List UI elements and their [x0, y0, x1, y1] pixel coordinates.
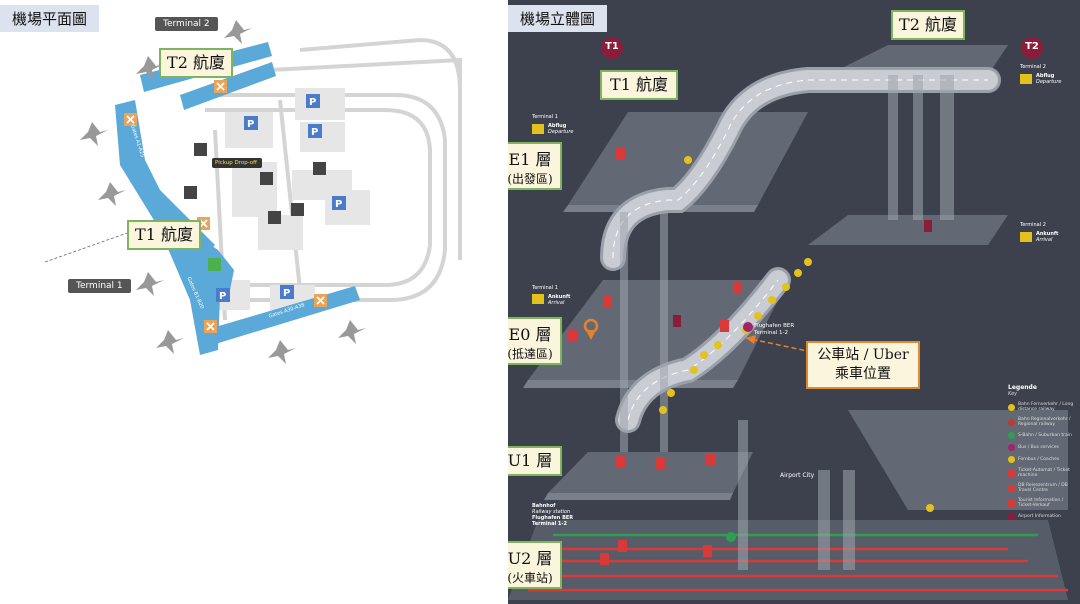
legend-swatch — [1008, 469, 1015, 477]
legend-title: Legende — [1008, 384, 1037, 391]
pickup-dropoff-label: Pickup Drop-off — [212, 158, 262, 168]
t2-cutaway-callout: T2 航廈 — [891, 10, 965, 40]
legend-item-label: Bahn Fernverkehr / Long distance railway — [1018, 402, 1074, 412]
cutaway-title: 機場立體圖 — [508, 5, 608, 32]
railway-station-l4: Terminal 1-2 — [532, 521, 567, 527]
bus-uber-line2: 乘車位置 — [835, 366, 891, 382]
legend-swatch — [1008, 513, 1015, 520]
t1-arrival-de: Ankunft — [548, 294, 571, 300]
station-sign-e0: Flughafen BER Terminal 1-2 — [754, 323, 795, 336]
t1-departure-en: Departure — [548, 129, 574, 135]
t2-arrival-en: Arrival — [1036, 237, 1053, 243]
level-u1-name: U1 層 — [508, 451, 553, 470]
t2-departure-de: Abflug — [1036, 73, 1055, 79]
level-u2-desc: (火車站) — [508, 571, 553, 585]
t2-departure-title: Terminal 2 — [1020, 64, 1046, 70]
t2-arrival-sign: Terminal 2 Ankunft Arrival — [1020, 222, 1058, 243]
t2-arrival-title: Terminal 2 — [1020, 222, 1046, 228]
level-e1-callout: E1 層 (出發區) — [508, 142, 562, 190]
t1-arrival-en: Arrival — [548, 300, 565, 306]
railway-station-l3: Flughafen BER — [532, 515, 574, 521]
legend-item: Tourist Information / Ticket-Verkauf — [1008, 498, 1078, 508]
t2-departure-sign: Terminal 2 Abflug Departure — [1020, 64, 1061, 85]
legend-item: Ticket-Automat / Ticket machine — [1008, 468, 1078, 478]
railway-station-l2: Railway station — [532, 509, 571, 515]
legend-item-label: Ticket-Automat / Ticket machine — [1018, 468, 1070, 478]
legend-swatch — [1008, 456, 1015, 463]
legend-item: Airport Information — [1008, 513, 1078, 520]
legend-item: Bahn Regionalverkehr / Regional railway — [1008, 417, 1078, 427]
terminal-2-label: Terminal 2 — [155, 17, 218, 31]
svg-text:P: P — [311, 127, 318, 138]
level-e1-desc: (出發區) — [508, 172, 553, 186]
svg-text:P: P — [219, 291, 226, 302]
legend-item-label: S-Bahn / Suburban train — [1018, 433, 1072, 438]
t1-arrival-title: Terminal 1 — [532, 285, 558, 291]
t1-arrival-sign: Terminal 1 Ankunft Arrival — [532, 285, 570, 306]
t1-terminal-callout: T1 航廈 — [127, 220, 201, 250]
t1-departure-sign: Terminal 1 Abflug Departure — [532, 114, 573, 135]
floor-plan-map: P P P P P P — [44, 20, 462, 364]
legend-item-label: Fernbus / Coaches — [1018, 457, 1060, 462]
legend-swatch — [1008, 444, 1015, 451]
legend-subtitle: Key — [1008, 391, 1018, 397]
legend-item: Bus / Bus services — [1008, 444, 1078, 451]
legend-item-label: Airport Information — [1018, 514, 1061, 519]
railway-station-sign: Bahnhof Railway station Flughafen BER Te… — [532, 503, 573, 527]
bus-uber-line1: 公車站 / Uber — [817, 347, 909, 363]
bus-uber-callout: 公車站 / Uber 乘車位置 — [806, 341, 920, 389]
legend-swatch — [1008, 484, 1015, 492]
t2-arrival-de: Ankunft — [1036, 231, 1059, 237]
legend-swatch — [1008, 432, 1015, 439]
legend-item-label: Bahn Regionalverkehr / Regional railway — [1018, 417, 1071, 427]
legend-item: Fernbus / Coaches — [1008, 456, 1078, 463]
cutaway-panel: 機場立體圖 T1 T2 T1 航廈 T2 航廈 E1 層 (出發區) E0 層 … — [508, 0, 1080, 604]
level-u2-name: U2 層 — [508, 549, 553, 568]
level-u2-callout: U2 層 (火車站) — [508, 541, 562, 589]
svg-text:P: P — [283, 288, 290, 299]
floor-plan-panel: P P P P P P 機場平面圖 Terminal 2 Terminal 1 — [0, 0, 500, 604]
level-e1-name: E1 層 — [508, 150, 552, 169]
t1-cutaway-callout: T1 航廈 — [600, 70, 678, 100]
level-e0-desc: (抵達區) — [508, 347, 553, 361]
legend-swatch — [1008, 403, 1015, 411]
cutaway-map — [508, 37, 1068, 600]
t1-badge: T1 — [605, 41, 619, 52]
legend-item: DB Reisezentrum / DB Travel Centre — [1008, 483, 1078, 493]
t2-departure-en: Departure — [1036, 79, 1062, 85]
svg-text:P: P — [335, 199, 342, 210]
railway-station-l1: Bahnhof — [532, 503, 556, 509]
legend-item-label: DB Reisezentrum / DB Travel Centre — [1018, 483, 1068, 493]
level-e0-callout: E0 層 (抵達區) — [508, 317, 562, 365]
legend-item-label: Tourist Information / Ticket-Verkauf — [1018, 498, 1064, 508]
terminal-1-label: Terminal 1 — [68, 279, 131, 293]
legend-item-label: Bus / Bus services — [1018, 445, 1059, 450]
t2-badge: T2 — [1025, 41, 1039, 52]
legend: Legende Key Bahn Fernverkehr / Long dist… — [1008, 384, 1078, 520]
level-u1-callout: U1 層 — [508, 446, 562, 476]
svg-text:P: P — [309, 97, 316, 108]
legend-swatch — [1008, 499, 1015, 507]
t2-terminal-callout: T2 航廈 — [159, 48, 233, 78]
floor-plan-title: 機場平面圖 — [0, 5, 100, 32]
legend-swatch — [1008, 418, 1015, 426]
legend-item: Bahn Fernverkehr / Long distance railway — [1008, 402, 1078, 412]
svg-text:P: P — [247, 119, 254, 130]
legend-item: S-Bahn / Suburban train — [1008, 432, 1078, 439]
airport-city-label: Airport City — [780, 472, 815, 479]
level-e0-name: E0 層 — [508, 325, 552, 344]
t1-departure-de: Abflug — [548, 123, 567, 129]
t1-departure-title: Terminal 1 — [532, 114, 558, 120]
